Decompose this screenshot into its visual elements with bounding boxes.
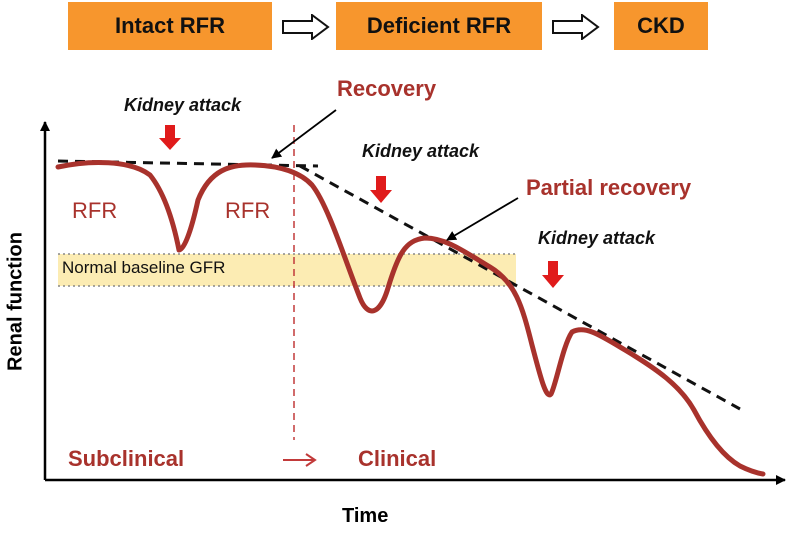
x-axis-label: Time [342, 505, 389, 527]
subclinical-label: Subclinical [68, 446, 185, 471]
kidney-attack-label-2: Kidney attack [362, 141, 480, 161]
stage-deficient-rfr: Deficient RFR [336, 2, 542, 50]
kidney-attack-label-3: Kidney attack [538, 228, 656, 248]
y-axis-label: Renal function [4, 232, 27, 371]
decline-trend-line [299, 164, 741, 411]
baseline-gfr-label: Normal baseline GFR [62, 258, 226, 277]
flow-arrow-icon [552, 14, 600, 40]
recovery-label: Recovery [337, 76, 437, 101]
partial-recovery-pointer-arrow [446, 197, 519, 241]
kidney-attack-arrow-1 [159, 125, 181, 150]
stage-intact-rfr: Intact RFR [68, 2, 272, 50]
renal-function-curve [55, 159, 766, 477]
flow-arrow-icon [282, 14, 330, 40]
recovery-pointer-arrow [271, 109, 337, 159]
phase-arrow-icon [283, 453, 317, 467]
kidney-attack-label-1: Kidney attack [124, 95, 242, 115]
kidney-attack-arrow-2 [370, 176, 392, 203]
rfr-label-right: RFR [225, 198, 271, 223]
baseline-gfr-band [58, 254, 516, 286]
stage-ckd: CKD [614, 2, 708, 50]
clinical-label: Clinical [358, 446, 437, 471]
partial-recovery-label: Partial recovery [526, 175, 692, 200]
rfr-label-left: RFR [72, 198, 118, 223]
kidney-attack-arrow-3 [542, 261, 564, 288]
